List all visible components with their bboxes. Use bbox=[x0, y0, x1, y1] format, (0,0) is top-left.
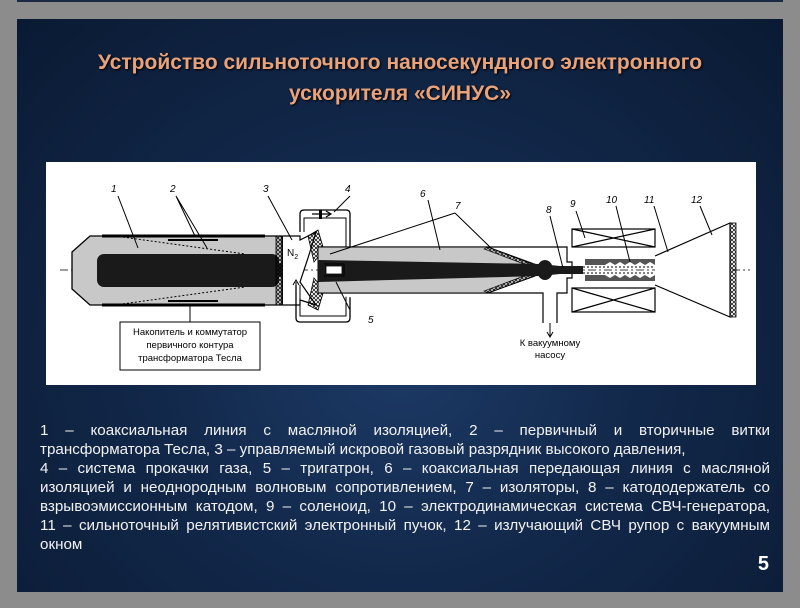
inner-conductor bbox=[97, 254, 279, 287]
legend-line: 11 – сильноточный релятивистский электро… bbox=[40, 517, 770, 534]
slide-title: Устройство сильноточного наносекундного … bbox=[17, 47, 783, 109]
legend: 1 – коаксиальная линия с масляной изоляц… bbox=[40, 421, 770, 554]
gas-label: N2 bbox=[287, 248, 298, 261]
pump-text-2: насосу bbox=[535, 350, 565, 361]
solenoid bbox=[571, 228, 656, 313]
diagram-svg: 1 2 3 4 5 6 7 8 9 10 11 12 N2 Накопитель… bbox=[60, 184, 750, 371]
label-4: 4 bbox=[345, 184, 351, 195]
label-8: 8 bbox=[546, 205, 552, 216]
label-9: 9 bbox=[570, 199, 576, 210]
accelerator-diagram: 1 2 3 4 5 6 7 8 9 10 11 12 N2 Накопитель… bbox=[46, 162, 756, 385]
label-3: 3 bbox=[263, 184, 269, 195]
legend-line: взрывоэмиссионным катодом, 9 – соленоид,… bbox=[40, 498, 770, 515]
label-11: 11 bbox=[644, 195, 654, 206]
legend-line: 1 – коаксиальная линия с масляной изоляц… bbox=[40, 422, 770, 439]
title-line-1: Устройство сильноточного наносекундного … bbox=[97, 51, 703, 74]
label-1: 1 bbox=[111, 184, 117, 195]
legend-line: изоляцией и неоднородным волновым сопрот… bbox=[40, 479, 770, 496]
label-2: 2 bbox=[169, 184, 176, 195]
slide: Устройство сильноточного наносекундного … bbox=[17, 19, 783, 592]
legend-line: 4 – система прокачки газа, 5 – тригатрон… bbox=[40, 460, 770, 477]
box-text-3: трансформатора Тесла bbox=[138, 353, 242, 364]
box-text-2: первичного контура bbox=[146, 340, 234, 351]
legend-line: трансформатора Тесла, 3 – управляемый ис… bbox=[40, 441, 686, 458]
tesla-primary-box bbox=[119, 321, 261, 371]
pump-text-1: К вакуумному bbox=[520, 338, 581, 349]
previous-slide-edge bbox=[17, 0, 783, 2]
legend-line: окном bbox=[40, 536, 83, 553]
page-number: 5 bbox=[757, 553, 769, 575]
label-7: 7 bbox=[455, 201, 461, 212]
label-5: 5 bbox=[368, 315, 374, 326]
label-6: 6 bbox=[420, 189, 426, 200]
box-text-1: Накопитель и коммутатор bbox=[133, 327, 247, 338]
label-12: 12 bbox=[691, 195, 703, 206]
title-line-2: ускорителя «СИНУС» bbox=[288, 82, 512, 105]
label-10: 10 bbox=[606, 195, 618, 206]
